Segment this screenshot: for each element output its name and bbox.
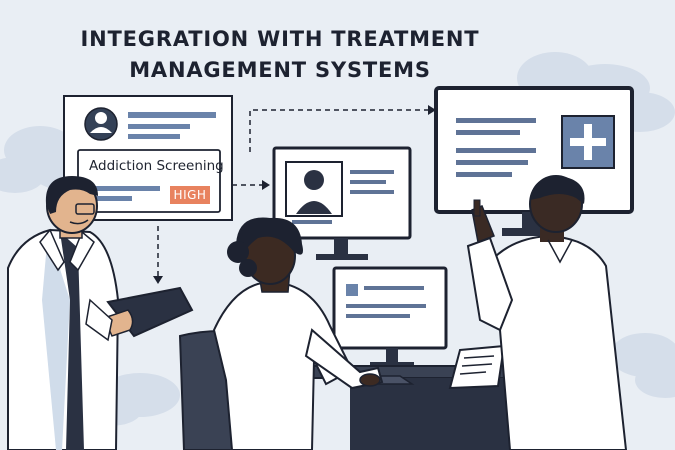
- document-icon: [448, 344, 506, 390]
- arrow-heads: [153, 105, 436, 284]
- avatar-head-icon: [95, 112, 107, 124]
- screening-label: Addiction Screening: [89, 158, 224, 174]
- flow-arrows: [157, 109, 428, 276]
- page-title: INTEGRATION WITH TREATMENT MANAGEMENT SY…: [40, 24, 520, 86]
- seated-doctor: [212, 217, 384, 450]
- risk-badge: HIGH: [170, 186, 210, 204]
- workstation-monitor: [332, 266, 448, 368]
- patient-monitor: [272, 146, 412, 260]
- doctor-with-tablet: [7, 176, 194, 450]
- title-line-1: INTEGRATION WITH TREATMENT: [80, 27, 480, 51]
- title-line-2: MANAGEMENT SYSTEMS: [129, 58, 431, 82]
- doctor-pointing: [466, 175, 628, 450]
